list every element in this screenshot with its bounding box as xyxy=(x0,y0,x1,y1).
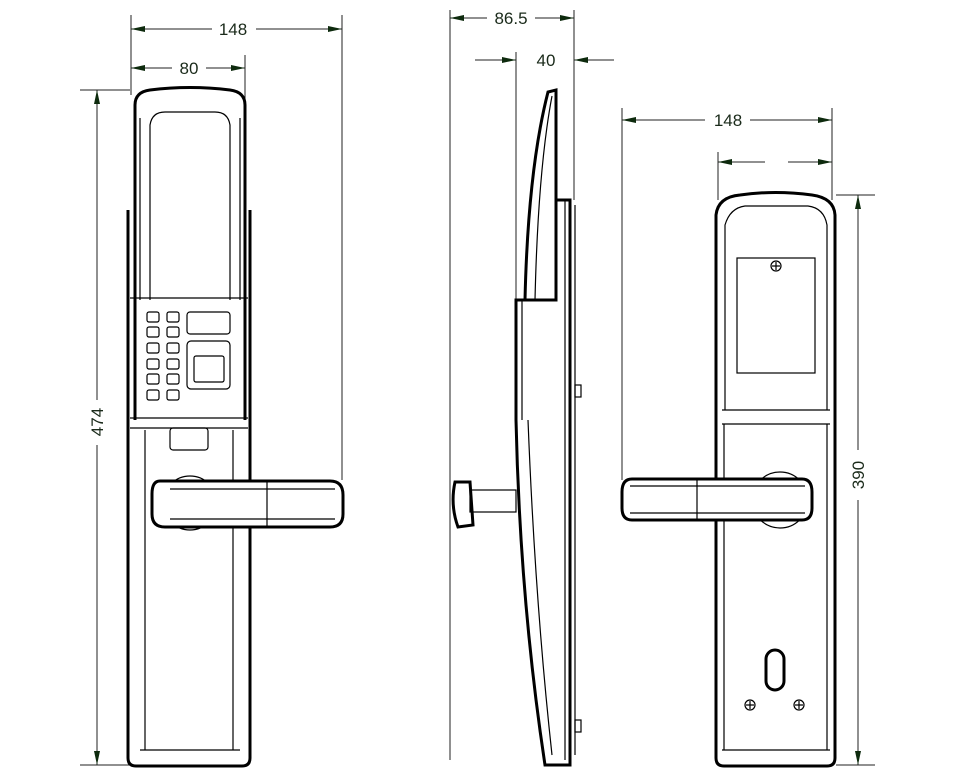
back-dimensions xyxy=(621,108,875,766)
front-height-label: 474 xyxy=(88,408,107,436)
side-view: 86.5 40 xyxy=(449,9,614,767)
side-body xyxy=(514,198,572,767)
sliding-cover xyxy=(133,86,247,420)
back-view: 148 390 xyxy=(620,108,875,768)
side-handle xyxy=(451,480,517,529)
display-screen xyxy=(186,311,231,335)
screw-icon xyxy=(744,699,756,711)
side-body-depth-label: 40 xyxy=(537,51,556,70)
fingerprint-sensor xyxy=(186,340,231,390)
back-plate xyxy=(714,191,837,768)
screw-icon xyxy=(770,260,782,272)
keyhole xyxy=(764,648,786,692)
back-width-label: 148 xyxy=(714,111,742,130)
front-panel-width-label: 80 xyxy=(180,59,199,78)
front-dimensions xyxy=(80,15,343,766)
front-width-label: 148 xyxy=(219,20,247,39)
back-height-label: 390 xyxy=(849,461,868,489)
screw-icon xyxy=(793,699,805,711)
back-handle xyxy=(620,471,814,529)
front-view: 148 80 474 xyxy=(80,15,345,768)
side-depth-label: 86.5 xyxy=(494,9,527,28)
battery-cover xyxy=(736,257,816,374)
lock-body xyxy=(126,210,252,768)
front-handle xyxy=(150,475,345,531)
cover-slider xyxy=(169,427,209,451)
keypad xyxy=(146,311,180,401)
side-cover xyxy=(523,88,558,302)
side-dimensions xyxy=(449,10,614,760)
